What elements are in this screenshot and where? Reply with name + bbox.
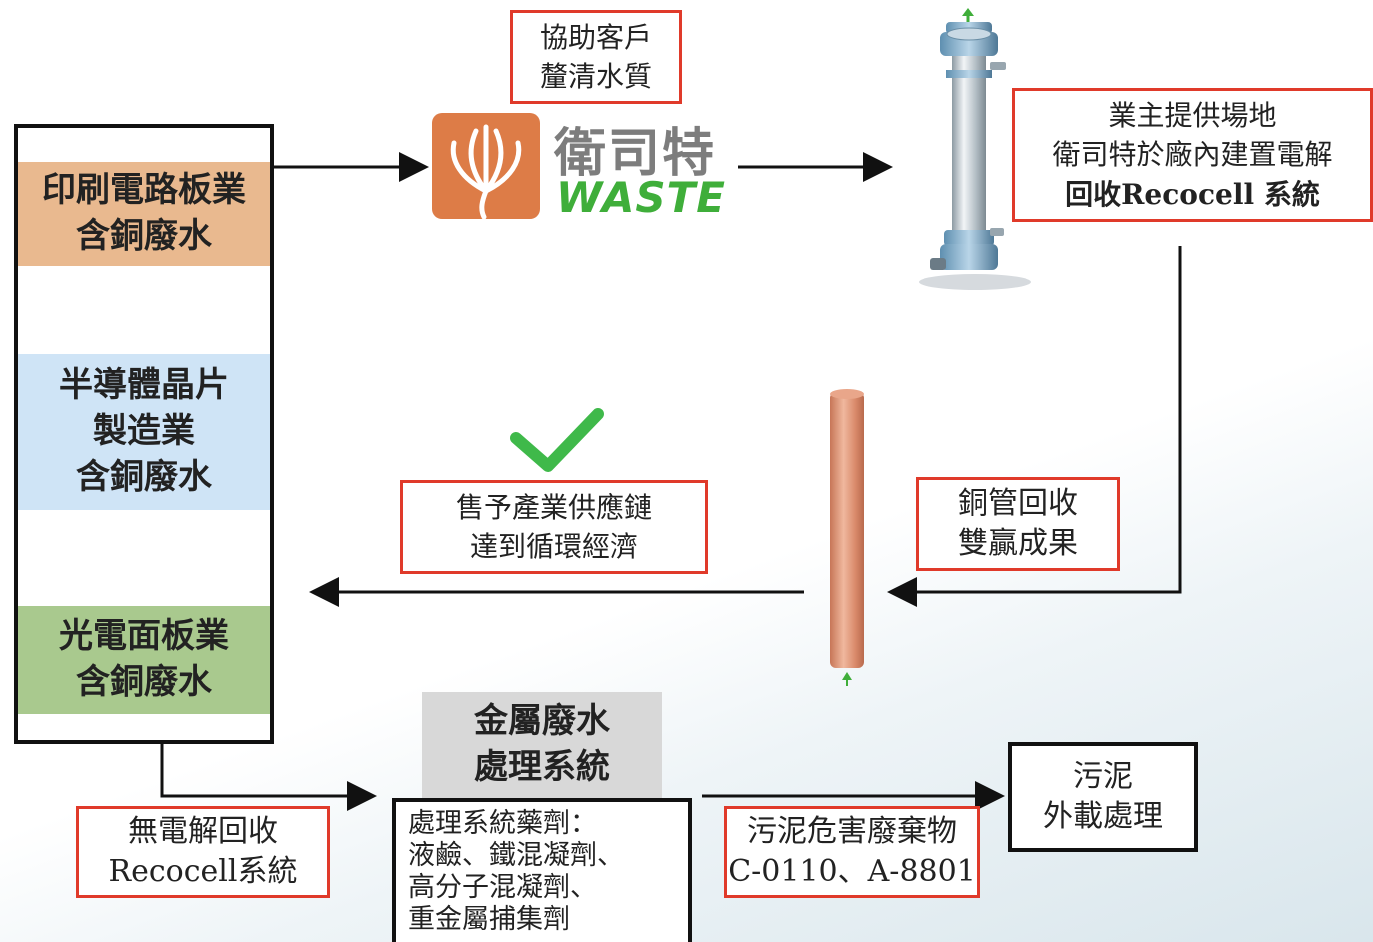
chem-line-2: 液鹼、鐵混凝劑、 [408, 839, 624, 871]
copper-line-2: 雙贏成果 [958, 526, 1078, 561]
industry-optoelectronic: 光電面板業 含銅廢水 [18, 606, 270, 714]
industry-semi-line-3: 含銅廢水 [76, 456, 212, 497]
sludge-out-line-2: 外載處理 [1043, 799, 1163, 834]
industry-opto-line-1: 光電面板業 [59, 616, 229, 657]
assist-line-1: 協助客戶 [539, 20, 652, 54]
no-recocell-line-2: Recocell系統 [108, 854, 298, 889]
sell-line-1: 售予產業供應鏈 [455, 490, 652, 524]
copper-tube-icon [830, 389, 864, 686]
chem-line-1: 處理系統藥劑： [408, 808, 597, 839]
sludge-out-line-1: 污泥 [1073, 758, 1133, 794]
owner-line-1: 業主提供場地 [1108, 99, 1277, 133]
lotus-icon [432, 113, 540, 220]
assist-line-2: 釐清水質 [539, 60, 652, 93]
sludge-hazard-box: 污泥危害廢棄物 C-0110、A-8801 [724, 806, 980, 898]
chemicals-box: 處理系統藥劑： 液鹼、鐵混凝劑、 高分子混凝劑、 重金屬捕集劑 [392, 798, 692, 942]
recocell-reactor-icon [919, 8, 1031, 290]
industry-semiconductor: 半導體晶片 製造業 含銅廢水 [18, 354, 270, 510]
assist-box: 協助客戶 釐清水質 [510, 10, 682, 104]
industry-pcb-line-1: 印刷電路板業 [42, 170, 246, 211]
metal-system-line-2: 處理系統 [474, 747, 610, 787]
sludge-line-1: 污泥危害廢棄物 [747, 813, 957, 849]
sludge-outsourced-box: 污泥 外載處理 [1008, 742, 1198, 852]
industry-panel: 印刷電路板業 含銅廢水 半導體晶片 製造業 含銅廢水 光電面板業 含銅廢水 [14, 124, 274, 744]
sludge-line-2: C-0110、A-8801 [728, 854, 976, 889]
owner-line-3: 回收Recocell 系統 [1065, 177, 1320, 211]
industry-pcb-line-2: 含銅廢水 [76, 216, 212, 256]
industry-semi-line-2: 製造業 [93, 411, 195, 452]
industry-semi-line-1: 半導體晶片 [59, 365, 229, 406]
copper-recovery-box: 銅管回收 雙贏成果 [916, 477, 1120, 571]
waste-logo: 衛司特 WASTE [432, 113, 737, 222]
sell-line-2: 達到循環經濟 [469, 530, 638, 563]
arrow-reactor-to-copper [887, 246, 1182, 607]
chem-line-3: 高分子混凝劑、 [408, 871, 597, 903]
owner-box: 業主提供場地 衛司特於廠內建置電解 回收Recocell 系統 [1012, 88, 1373, 222]
no-recocell-box: 無電解回收 Recocell系統 [76, 806, 330, 898]
industry-opto-line-2: 含銅廢水 [76, 662, 212, 702]
sell-box: 售予產業供應鏈 達到循環經濟 [400, 480, 708, 574]
owner-line-2: 衛司特於廠內建置電解 [1052, 138, 1333, 172]
copper-line-1: 銅管回收 [958, 485, 1078, 521]
industry-pcb: 印刷電路板業 含銅廢水 [18, 162, 270, 266]
arrow-panel-to-metal-system [160, 744, 377, 811]
metal-system-line-1: 金屬廢水 [474, 701, 610, 742]
check-icon [510, 408, 604, 472]
logo-english-text: WASTE [556, 173, 726, 222]
chem-line-4: 重金屬捕集劑 [408, 903, 570, 935]
logo-chinese-text: 衛司特 [554, 123, 717, 184]
metal-wastewater-system: 金屬廢水 處理系統 [422, 692, 662, 798]
no-recocell-line-1: 無電解回收 [128, 813, 278, 849]
